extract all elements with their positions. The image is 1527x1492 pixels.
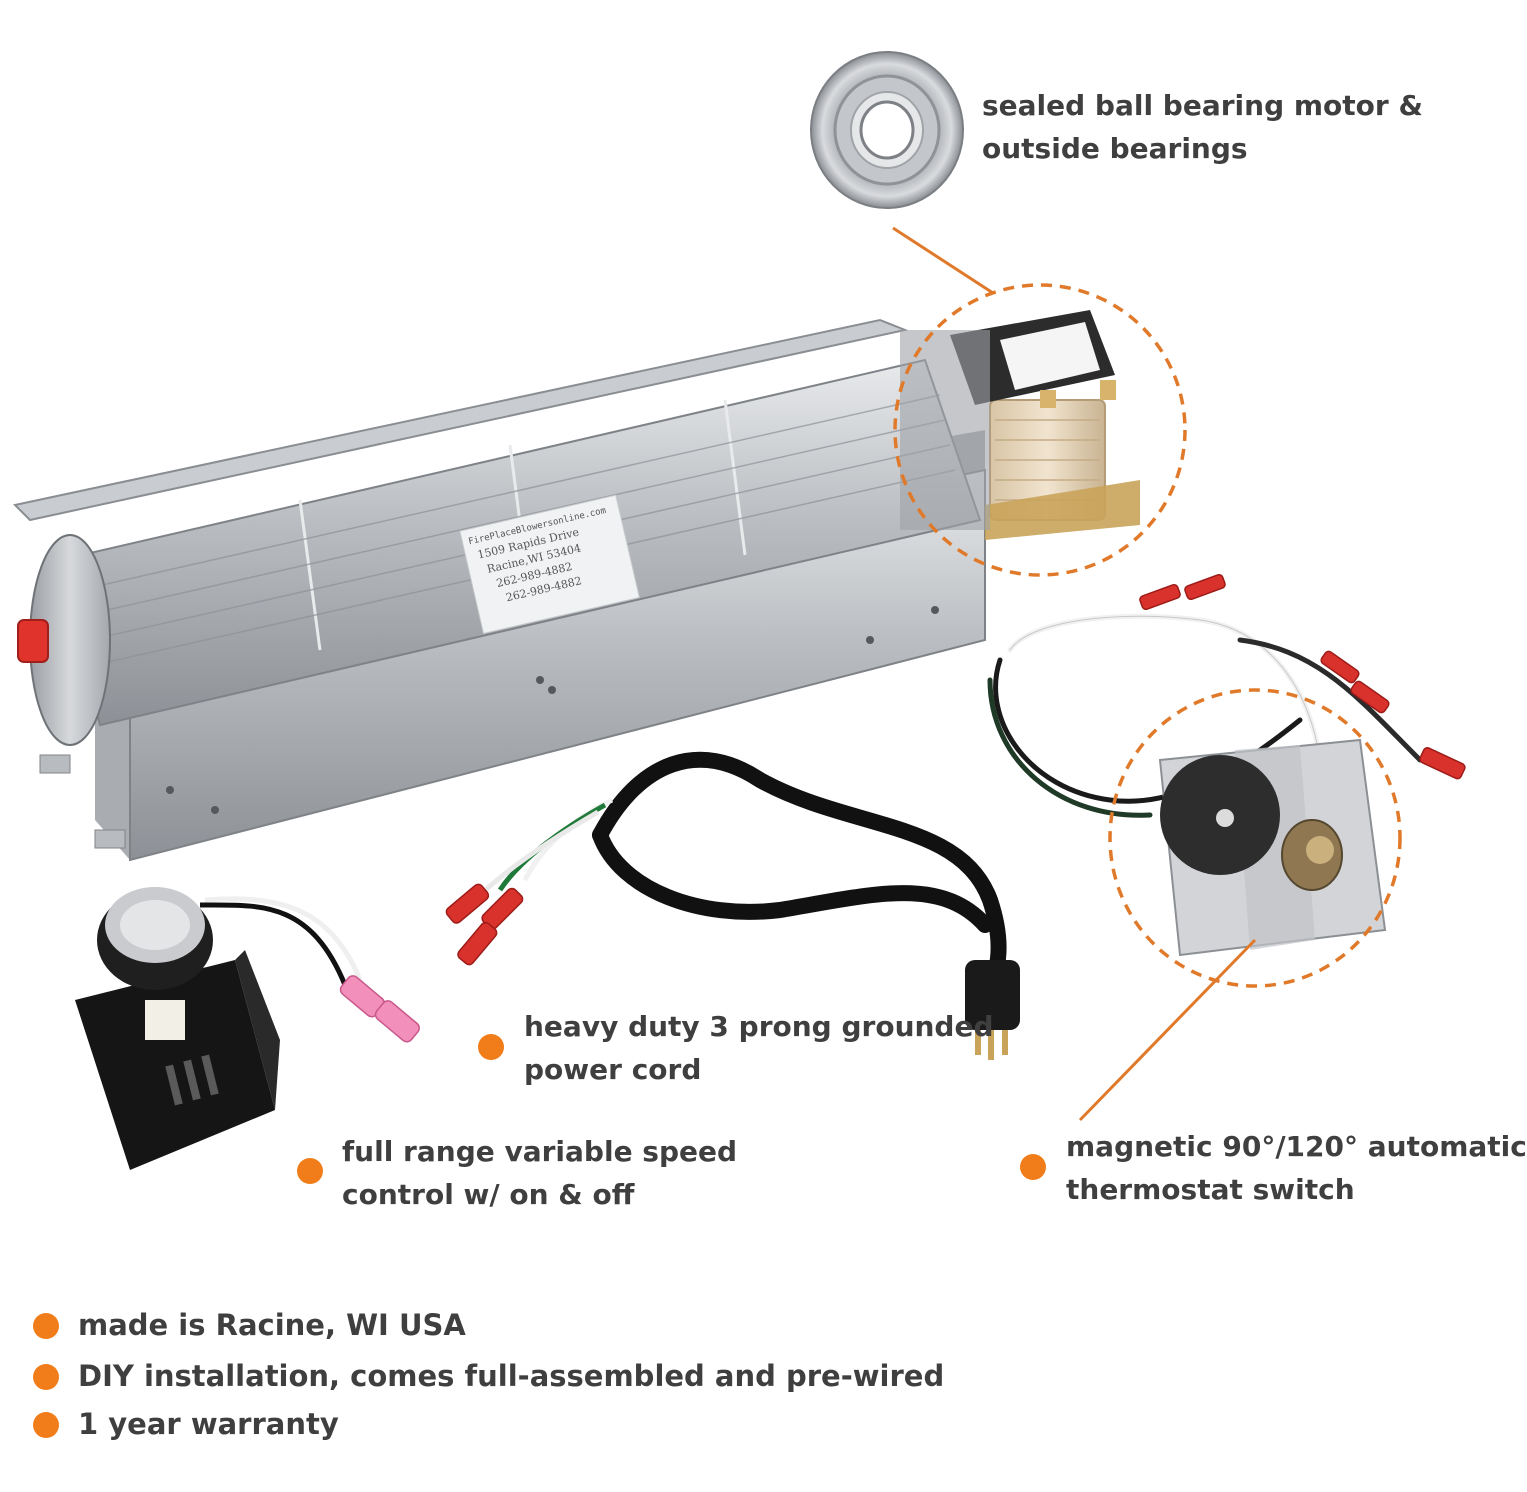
motor-callout-circle xyxy=(893,283,1187,577)
speed-control-image xyxy=(75,887,420,1170)
thermostat-callout-line2: thermostat switch xyxy=(1066,1173,1355,1206)
thermostat-callout-line1: magnetic 90°/120° automatic xyxy=(1066,1130,1527,1163)
feature-bullet-icon xyxy=(33,1364,59,1390)
power-cord-bullet-icon xyxy=(478,1034,504,1060)
speed-control-callout-line1: full range variable speed xyxy=(342,1135,738,1168)
thermostat-callout-circle xyxy=(1108,688,1402,988)
thermostat-image xyxy=(987,573,1466,988)
bearing-callout-line xyxy=(892,226,994,295)
thermostat-callout-line xyxy=(1078,938,1257,1122)
power-cord-callout-text: heavy duty 3 prong grounded power cord xyxy=(524,1005,994,1091)
feature-bullet-icon xyxy=(33,1313,59,1339)
blower-image: FirePlaceBlowersonline.com 1509 Rapids D… xyxy=(12,283,1187,862)
power-cord-callout-line2: power cord xyxy=(524,1053,702,1086)
power-cord-image xyxy=(445,751,1020,1060)
speed-control-callout-text: full range variable speed control w/ on … xyxy=(342,1130,737,1216)
motor-image xyxy=(900,310,1140,540)
feature-item-diy: DIY installation, comes full-assembled a… xyxy=(78,1359,945,1393)
feature-bullet-icon xyxy=(33,1412,59,1438)
bearing-callout-line1: sealed ball bearing motor & xyxy=(982,89,1423,122)
product-infographic: FirePlaceBlowersonline.com 1509 Rapids D… xyxy=(12,51,1527,1441)
speed-control-bullet-icon xyxy=(297,1158,323,1184)
speed-control-callout-line2: control w/ on & off xyxy=(342,1178,635,1211)
bearing-callout-text: sealed ball bearing motor & outside bear… xyxy=(982,84,1423,170)
feature-item-warranty: 1 year warranty xyxy=(78,1407,339,1441)
thermostat-callout-text: magnetic 90°/120° automatic thermostat s… xyxy=(1066,1125,1527,1211)
feature-item-made-in: made is Racine, WI USA xyxy=(78,1308,466,1342)
thermostat-bullet-icon xyxy=(1020,1154,1046,1180)
power-cord-callout-line1: heavy duty 3 prong grounded xyxy=(524,1010,994,1043)
bearing-callout-line2: outside bearings xyxy=(982,132,1248,165)
product-illustration: FirePlaceBlowersonline.com 1509 Rapids D… xyxy=(12,51,1466,1170)
ball-bearing-image xyxy=(810,51,964,209)
